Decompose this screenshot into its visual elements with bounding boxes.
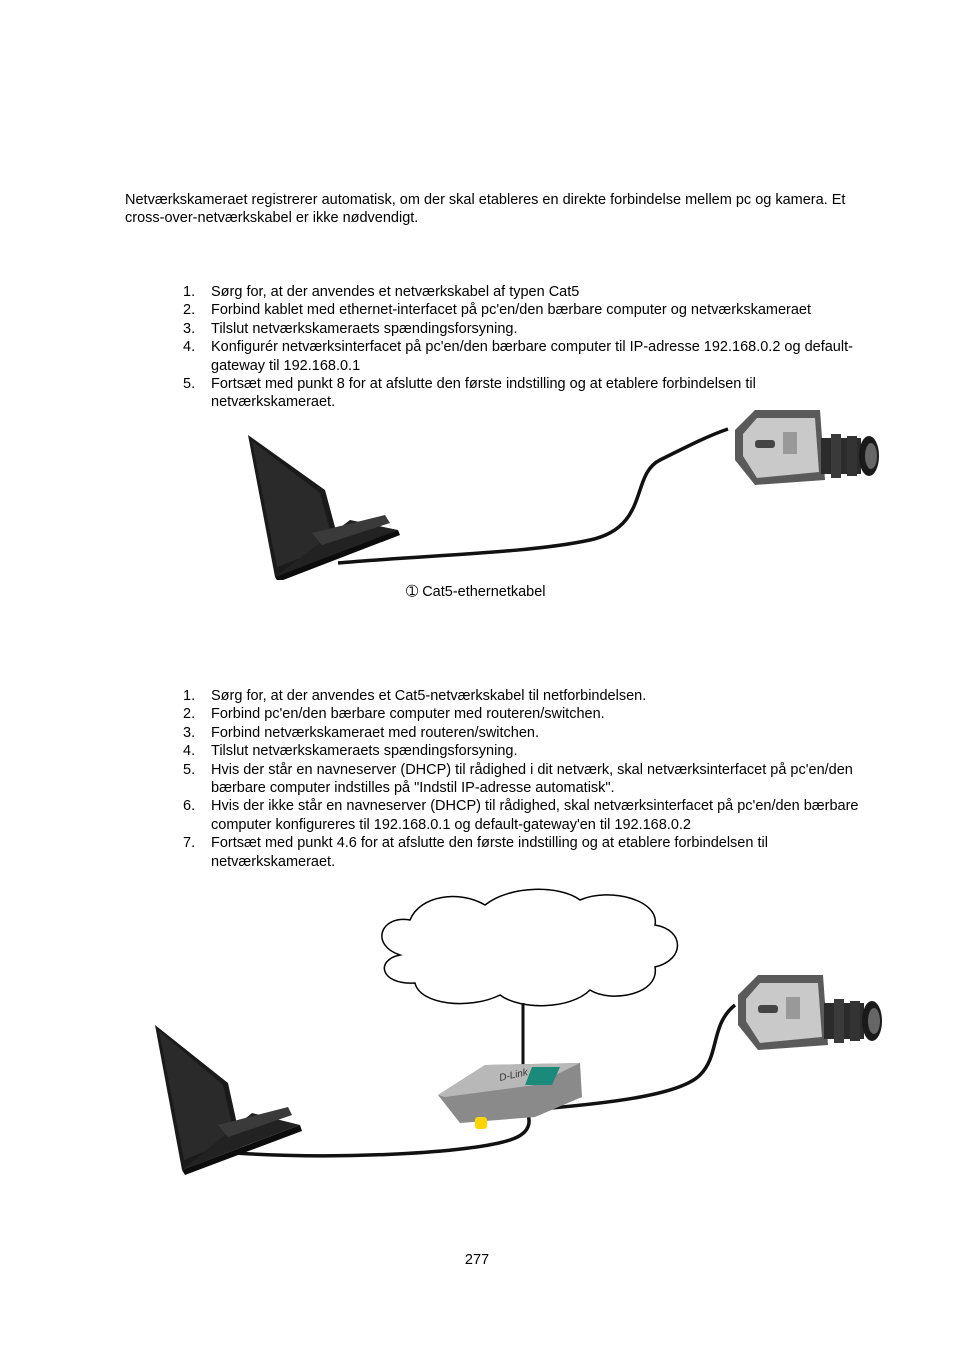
list-item: 3. Tilslut netværkskameraets spændingsfor… (183, 320, 883, 338)
list-item-number: 1. (183, 688, 196, 704)
direct-connection-steps: 1. Sørg for, at der anvendes et netværksk… (183, 283, 883, 412)
list-item-number: 4. (183, 339, 196, 356)
camera-icon (738, 975, 882, 1050)
ethernet-cable (337, 427, 729, 565)
list-item-number: 5. (183, 376, 196, 393)
list-item: 4. Tilslut netværkskameraets spændingsfor… (183, 742, 863, 760)
list-item: 7. Fortsæt med punkt 4.6 for at afslutte … (183, 834, 863, 871)
list-item-number: 1. (183, 284, 196, 300)
network-cloud-icon (381, 888, 679, 1007)
list-item-number: 6. (183, 798, 196, 815)
list-item-text: Konfigurér netværksinterfacet på pc'en/d… (211, 339, 853, 374)
list-item-text: Fortsæt med punkt 8 for at afslutte den … (211, 376, 756, 411)
list-item-number: 4. (183, 743, 196, 760)
laptop-icon (155, 1025, 302, 1175)
caption-number-icon: ➀ (406, 584, 419, 600)
list-item-number: 7. (183, 835, 196, 852)
list-item-text: Hvis der ikke står en navneserver (DHCP)… (211, 798, 859, 833)
list-item-number: 5. (183, 761, 196, 778)
camera-icon (735, 410, 879, 485)
list-item: 5. Fortsæt med punkt 8 for at afslutte de… (183, 375, 883, 412)
list-item-text: Tilslut netværkskameraets spændingsforsy… (211, 320, 518, 337)
figure-caption: ➀ Cat5-ethernetkabel (406, 584, 546, 600)
camera-cable (539, 1003, 737, 1111)
router-connection-steps: 1. Sørg for, at der anvendes et Cat5-netv… (183, 687, 863, 871)
laptop-icon (248, 435, 400, 580)
laptop-cable (234, 1106, 531, 1158)
router-icon: D-Link (438, 1063, 582, 1129)
list-item: 1. Sørg for, at der anvendes et Cat5-netv… (183, 687, 863, 705)
list-item: 1. Sørg for, at der anvendes et netværksk… (183, 283, 883, 301)
caption-text: Cat5-ethernetkabel (422, 584, 546, 600)
page-number: 277 (464, 1252, 490, 1268)
list-item-text: Forbind kablet med ethernet-interfacet p… (211, 302, 812, 319)
list-item-text: Hvis der står en navneserver (DHCP) til … (211, 761, 853, 797)
list-item: 5. Hvis der står en navneserver (DHCP) ti… (183, 761, 863, 798)
list-item-text: Forbind netværkskameraet med routeren/sw… (211, 724, 540, 741)
list-item-text: Sørg for, at der anvendes et netværkskab… (211, 284, 580, 300)
list-item: 4. Konfigurér netværksinterfacet på pc'en… (183, 338, 883, 375)
list-item-text: Tilslut netværkskameraets spændingsforsy… (211, 743, 518, 760)
list-item-number: 2. (183, 302, 196, 319)
list-item-text: Fortsæt med punkt 4.6 for at afslutte de… (211, 835, 768, 870)
list-item: 3. Forbind netværkskameraet med routeren/… (183, 724, 863, 742)
list-item: 2. Forbind pc'en/den bærbare computer med… (183, 705, 863, 723)
direct-connection-figure (248, 410, 879, 580)
list-item: 6. Hvis der ikke står en navneserver (DHC… (183, 797, 863, 834)
list-item-number: 3. (183, 320, 196, 337)
list-item: 2. Forbind kablet med ethernet-interfacet… (183, 301, 883, 319)
router-connection-figure: D-Link (155, 888, 882, 1175)
list-item-text: Sørg for, at der anvendes et Cat5-netvær… (211, 688, 647, 704)
list-item-number: 2. (183, 706, 196, 723)
intro-paragraph: Netværkskameraet registrerer automatisk,… (125, 192, 846, 226)
list-item-text: Forbind pc'en/den bærbare computer med r… (211, 706, 605, 723)
list-item-number: 3. (183, 724, 196, 741)
